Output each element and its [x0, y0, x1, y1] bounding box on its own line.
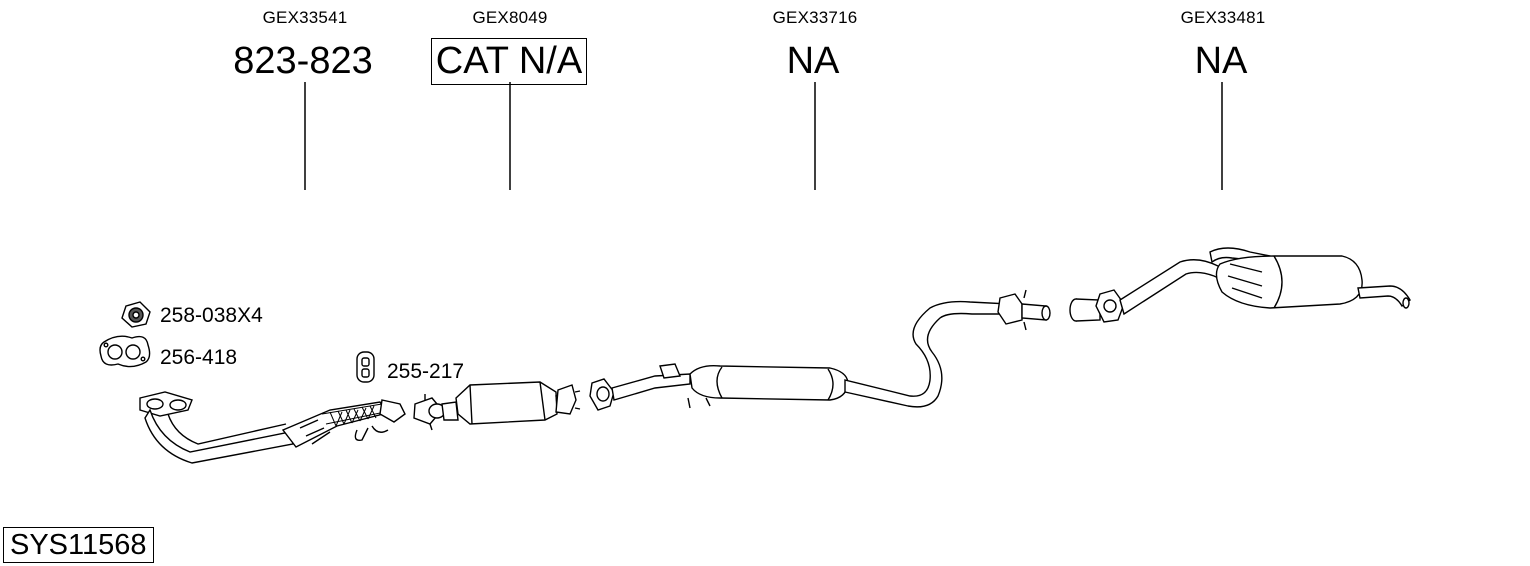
- part-code-rear-silencer: NA: [1194, 40, 1248, 82]
- hanger-icon: [356, 351, 375, 383]
- accessory-label-gasket: 256-418: [160, 346, 238, 369]
- part-ref-middle-silencer: GEX33716: [772, 8, 858, 27]
- part-ref-front-pipe: GEX33541: [262, 8, 348, 27]
- part-code-catalyst-text: CAT N/A: [430, 38, 588, 85]
- nut-icon: [121, 301, 151, 328]
- rear-silencer-drawing: [1069, 247, 1411, 323]
- gasket-icon: [99, 335, 151, 368]
- part-code-catalyst: CAT N/A: [399, 38, 619, 85]
- part-code-front-pipe: 823-823: [233, 40, 373, 82]
- part-ref-catalyst: GEX8049: [472, 8, 548, 27]
- accessory-label-nut: 258-038X4: [160, 304, 263, 327]
- system-code-label: SYS11568: [3, 527, 154, 563]
- middle-silencer-drawing: [589, 289, 1051, 411]
- part-ref-rear-silencer: GEX33481: [1180, 8, 1266, 27]
- catalyst-drawing: [413, 381, 581, 431]
- accessory-label-hanger: 255-217: [387, 360, 465, 383]
- part-code-middle-silencer: NA: [786, 40, 840, 82]
- front-pipe-drawing: [139, 391, 406, 464]
